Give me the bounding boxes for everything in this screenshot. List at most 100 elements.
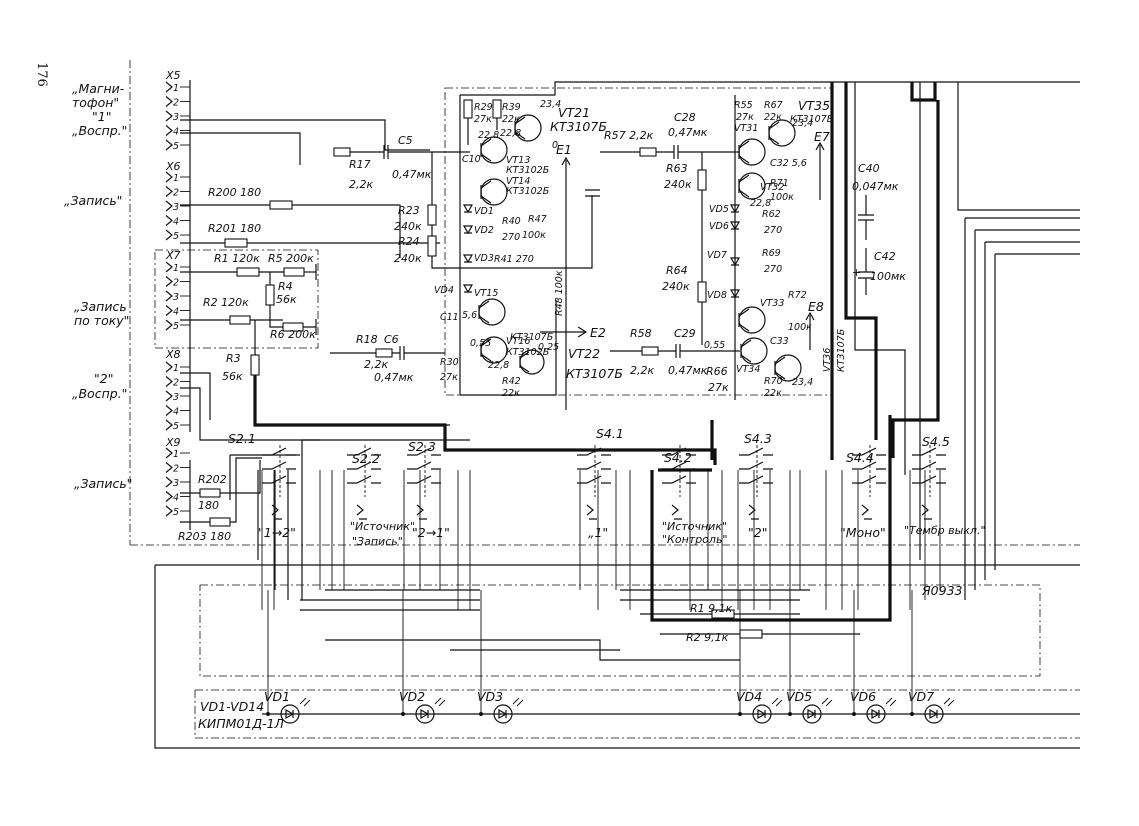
e1-label: E1 [556, 142, 572, 157]
r200-label: R200 180 [208, 186, 261, 199]
switch-contact [739, 461, 773, 470]
r70-label: R70 [764, 376, 783, 387]
switch-contact [262, 447, 296, 456]
r57-label: R57 2,2к [604, 129, 654, 142]
connector-pin-number: 4 [173, 127, 179, 138]
r66-value: 27к [708, 381, 729, 394]
vt33-label: VT33 [760, 298, 784, 309]
connector-pin-number: 4 [173, 493, 179, 504]
led-indicator [924, 704, 944, 724]
switch-contact [912, 461, 946, 470]
label-zapis-po-toku-2: по току" [74, 313, 129, 328]
switch-contact [852, 475, 886, 484]
vd5-label: VD5 [709, 204, 729, 215]
vt36-type: КТ3107Б [836, 328, 847, 372]
connector-pin-number: 2 [173, 278, 179, 289]
connector-x9-label: X9 [165, 436, 181, 449]
vt22-type: КТ3107Б [566, 366, 623, 381]
r39-value: 22к [502, 114, 520, 125]
connector-pin-number: 1 [173, 83, 179, 94]
connector-pin-chevron [165, 361, 173, 373]
connector-pin-chevron [165, 319, 173, 331]
led-label: VD7 [908, 689, 934, 704]
led-indicator [866, 704, 886, 724]
v-0-a: 0 [552, 140, 558, 151]
switch-contact [662, 461, 696, 470]
vd1-label: VD1 [474, 206, 494, 217]
vt35-label: VT35 [798, 98, 830, 113]
page-number: 176 [34, 62, 49, 87]
connector-x7-label: X7 [165, 249, 181, 262]
switch-contact [577, 447, 611, 456]
label-magnitofon-1: „Магни- [72, 81, 125, 96]
c10-label: C10 [462, 154, 481, 165]
switch-s2-1: S2.1 [228, 431, 256, 446]
r42-label: R42 [502, 376, 521, 387]
connector-pin-chevron [165, 290, 173, 302]
connector-pin-number: 5 [173, 141, 179, 152]
led-label: VD6 [850, 689, 876, 704]
r67-label: R67 [764, 100, 783, 111]
c42-label: C42 [874, 250, 896, 263]
switch-s4-1: S4.1 [596, 426, 624, 441]
led-label: VD4 [736, 689, 762, 704]
connector-pin-chevron [165, 110, 173, 122]
board-ya0933: Я0933 R1 9,1к R2 9,1к [154, 564, 1080, 749]
caption-1-2: "1→2" [258, 525, 296, 540]
c32-label: C32 5,6 [770, 158, 807, 169]
connector-pin-number: 2 [173, 464, 179, 475]
caption-source-control-1: "Источник" [662, 520, 727, 533]
r23-label: R23 [398, 204, 420, 217]
r5-label: R5 200к [268, 252, 314, 265]
c40-label: C40 [858, 162, 880, 175]
r55-label: R55 [734, 100, 753, 111]
r3-label: R3 [226, 352, 241, 365]
switch-contact [347, 461, 381, 470]
r4-value: 56к [276, 293, 297, 306]
switch-section: S2.1 S2.2 S2.3 S4.1 S4.2 S4.3 S4.4 S4.5 … [129, 60, 1080, 600]
label-zapis-x9: „Запись" [74, 476, 132, 491]
switch-s4-5: S4.5 [922, 434, 950, 449]
vt16-type: КТ3102Б [506, 347, 550, 358]
caption-2: "2" [748, 525, 767, 540]
connector-pin-number: 5 [173, 507, 179, 518]
r30-label: R30 [440, 357, 459, 368]
connector-pin-number: 1 [173, 263, 179, 274]
c11-label: C11 [440, 312, 459, 323]
led-indicator [280, 704, 300, 724]
switch-contact [912, 475, 946, 484]
input-labels: „Магни- тофон" "1" „Воспр." „Запись" „За… [64, 81, 132, 491]
r40-value: 270 [502, 232, 520, 243]
vt14-label: VT14 [506, 176, 530, 187]
r69-value: 270 [764, 264, 782, 275]
right-feed-lines [854, 82, 1080, 600]
vt15-type: КТ3107Б [510, 332, 554, 343]
switch-s4-3: S4.3 [744, 431, 772, 446]
c33-label: C33 [770, 336, 789, 347]
connector-pin-number: 1 [173, 173, 179, 184]
c5-value: 0,47мк [392, 168, 432, 181]
r71-value: 100к [770, 192, 794, 203]
r24-label: R24 [398, 235, 420, 248]
label-magnitofon-4: „Воспр." [72, 123, 127, 138]
r41-label: R41 270 [494, 254, 534, 265]
r18-value: 2,2к [364, 358, 388, 371]
v-228-a: 22,8 [478, 130, 499, 141]
r66-label: R66 [706, 365, 728, 378]
connector-pin-chevron [165, 476, 173, 488]
switch-contact [577, 461, 611, 470]
connector-pin-number: 3 [173, 292, 179, 303]
r72-label: R72 [788, 290, 807, 301]
r201-label: R201 180 [208, 222, 261, 235]
vt32-label: VT32 [760, 182, 784, 193]
switch-contact [852, 461, 886, 470]
connector-pin-chevron [165, 462, 173, 473]
connector-pin-chevron [165, 96, 173, 107]
vt35-type: КТ3107Б [790, 114, 834, 125]
amplifier-channel-1: R17 2,2к C5 0,47мк R23 240к R24 240к R29… [330, 81, 1080, 410]
vt31-label: VT31 [734, 123, 758, 134]
vt13-label: VT13 [506, 155, 530, 166]
connector-pin-number: 3 [173, 202, 179, 213]
switch-risers [261, 470, 941, 610]
